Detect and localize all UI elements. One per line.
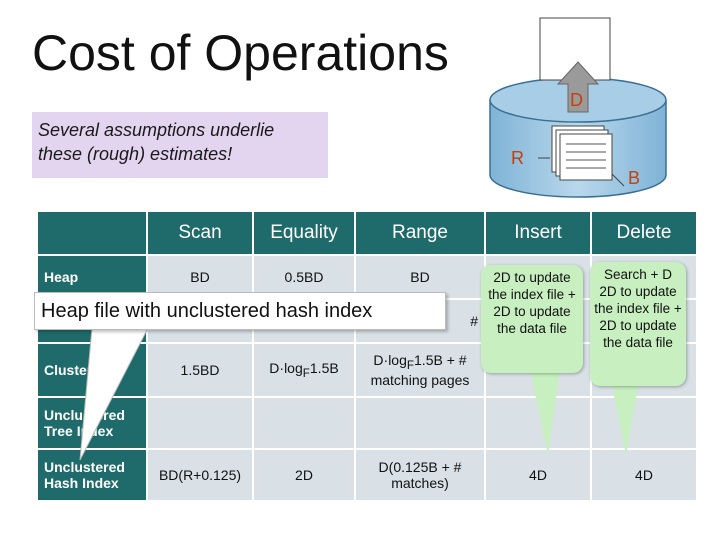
hash-index-callout: Heap file with unclustered hash index [34, 292, 446, 330]
cell-tree-equality [254, 398, 354, 448]
table-row: Unclustered Tree Index [38, 398, 696, 448]
delete-bubble-body: 2D to update the index file + 2D to upda… [594, 284, 682, 350]
clustered-equality-prefix: D·log [269, 360, 303, 377]
cell-tree-insert [486, 398, 590, 448]
assumption-note: Several assumptions underlie these (roug… [32, 112, 328, 178]
row-label-clustered: Clustered [38, 344, 146, 396]
slide-title: Cost of Operations [32, 25, 449, 81]
cell-clustered-equality: D·logF1.5B [254, 344, 354, 396]
delete-bubble-top: Search + D [604, 267, 672, 282]
disk-label-r: R [511, 148, 524, 168]
cell-hash-delete: 4D [592, 450, 696, 500]
clustered-range-line2: matching pages [370, 371, 470, 388]
cell-hash-range: D(0.125B + # matches) [356, 450, 484, 500]
cell-hash-insert: 4D [486, 450, 590, 500]
cell-heap-scan: BD [148, 256, 252, 298]
cell-tree-range [356, 398, 484, 448]
clustered-equality-sub: F [302, 366, 310, 380]
clustered-equality-suffix: 1.5B [309, 360, 339, 377]
cell-tree-delete [592, 398, 696, 448]
cell-heap-range: BD [356, 256, 484, 298]
cell-clustered-range: D·logF1.5B + # matching pages [356, 344, 484, 396]
row-label-unclustered-hash: Unclustered Hash Index [38, 450, 146, 500]
cell-heap-equality: 0.5BD [254, 256, 354, 298]
table-corner [38, 212, 146, 254]
row-label-unclustered-tree: Unclustered Tree Index [38, 398, 146, 448]
cell-clustered-scan: 1.5BD [148, 344, 252, 396]
table-row: Unclustered Hash Index BD(R+0.125) 2D D(… [38, 450, 696, 500]
cell-hash-equality: 2D [254, 450, 354, 500]
disk-diagram: D R B [489, 17, 667, 198]
insert-cost-bubble: 2D to update the index file + 2D to upda… [481, 265, 583, 373]
clustered-range-suffix: 1.5B + # [414, 352, 467, 369]
table-row: Clustered 1.5BD D·logF1.5B D·logF1.5B + … [38, 344, 696, 396]
col-header-scan: Scan [148, 212, 252, 254]
col-header-insert: Insert [486, 212, 590, 254]
clustered-range-prefix: D·log [373, 352, 407, 369]
disk-label-b: B [628, 168, 640, 188]
clustered-range-sub: F [406, 358, 415, 372]
cell-hash-scan: BD(R+0.125) [148, 450, 252, 500]
col-header-equality: Equality [254, 212, 354, 254]
row-label-heap: Heap [38, 256, 146, 298]
col-header-delete: Delete [592, 212, 696, 254]
stacked-pages-icon [551, 125, 613, 181]
cell-tree-scan [148, 398, 252, 448]
col-header-range: Range [356, 212, 484, 254]
disk-label-d: D [570, 90, 583, 110]
delete-cost-bubble: Search + D 2D to update the index file +… [590, 262, 686, 386]
table-header-row: Scan Equality Range Insert Delete [38, 212, 696, 254]
